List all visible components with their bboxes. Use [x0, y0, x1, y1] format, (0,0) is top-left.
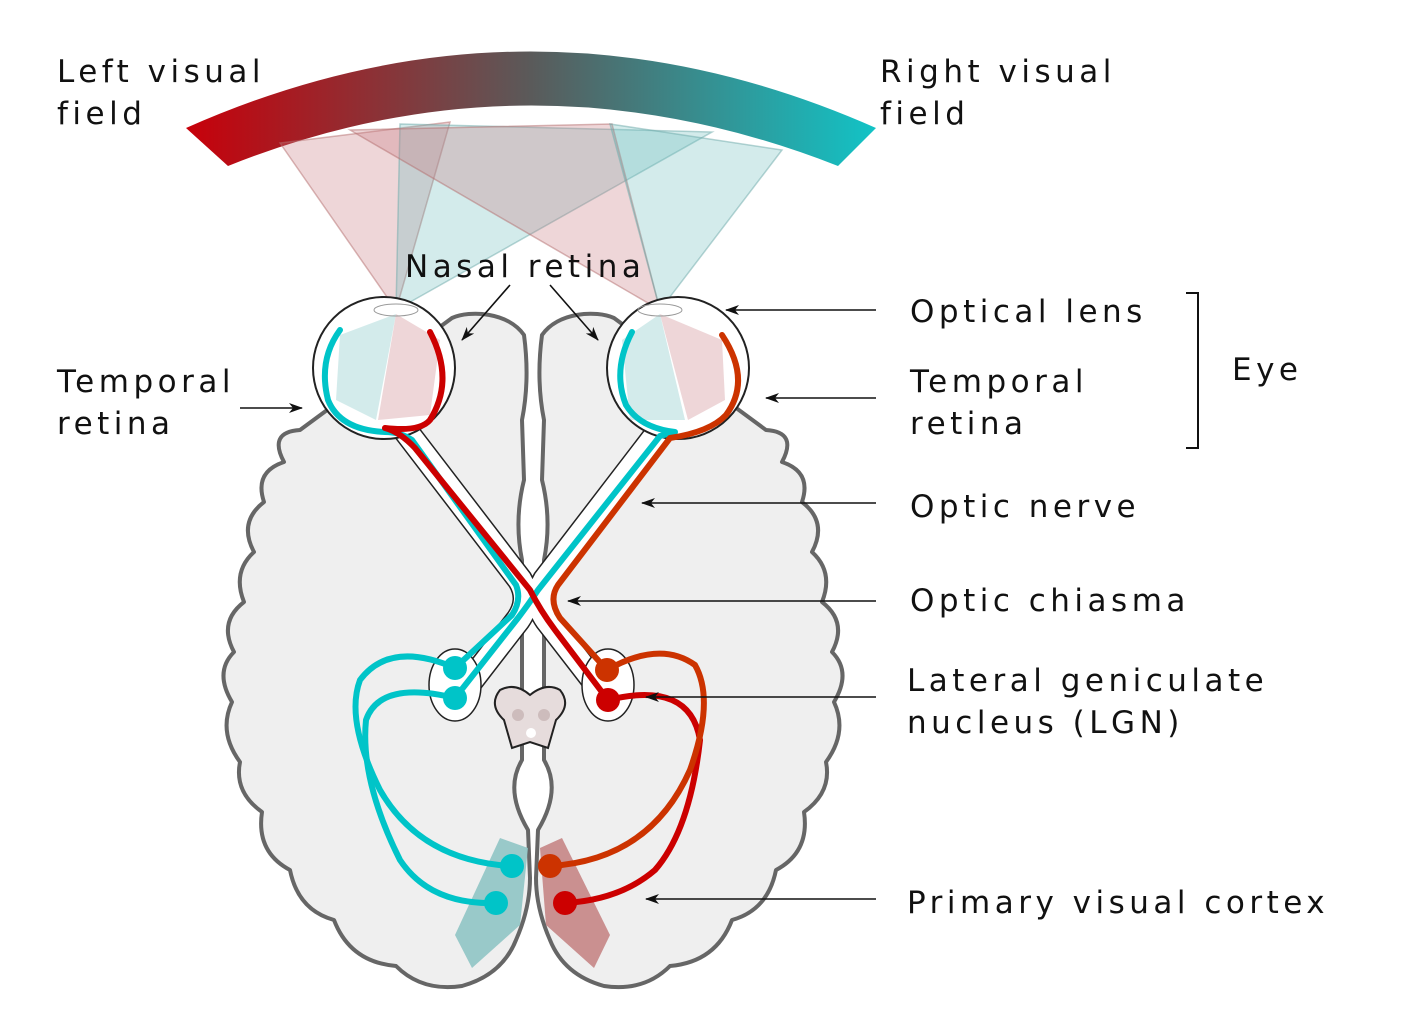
cortex-right-lower [553, 891, 577, 915]
primary-visual-cortex-label: Primary visual cortex [907, 885, 1329, 921]
pointer-arrows [240, 284, 876, 904]
left-visual-field-label-2: field [57, 96, 146, 132]
nuclei [443, 656, 620, 915]
visual-field-arc [186, 51, 876, 166]
visual-cones [278, 121, 784, 312]
right-eye [606, 296, 750, 440]
nasal-retina-label: Nasal retina [405, 249, 645, 285]
lgn-right-lower [596, 688, 620, 712]
lgn-left-lower [443, 686, 467, 710]
lgn-left-upper [443, 656, 467, 680]
left-visual-field-label: Left visual [57, 54, 265, 90]
brain [221, 311, 845, 990]
eye-bracket [1186, 292, 1199, 449]
optic-chiasma-label: Optic chiasma [910, 583, 1190, 619]
left-temporal-retina-label-2: retina [57, 406, 175, 442]
lgn-label: Lateral geniculate [907, 663, 1268, 699]
right-temporal-retina-label: Temporal [909, 364, 1088, 400]
midbrain [493, 685, 567, 750]
orange-pathway-right-temporal [547, 332, 741, 869]
right-visual-field-label: Right visual [880, 54, 1116, 90]
right-temporal-retina-label-2: retina [910, 406, 1028, 442]
cortex-left-lower [484, 891, 508, 915]
cortex-right-upper [538, 854, 562, 878]
lgn-label-2: nucleus (LGN) [907, 705, 1184, 741]
lgn-right-upper [595, 658, 619, 682]
left-eye [312, 296, 456, 440]
red-pathway-left-nasal [382, 329, 703, 906]
cyan-pathway-left-temporal [321, 327, 522, 869]
cyan-pathway-right-nasal [362, 329, 678, 907]
left-temporal-retina-label: Temporal [56, 364, 235, 400]
right-visual-field-label-2: field [880, 96, 969, 132]
cortex-left-upper [500, 854, 524, 878]
eye-label: Eye [1232, 352, 1303, 388]
optical-lens-label: Optical lens [910, 294, 1147, 330]
optic-nerve-label: Optic nerve [910, 489, 1140, 525]
